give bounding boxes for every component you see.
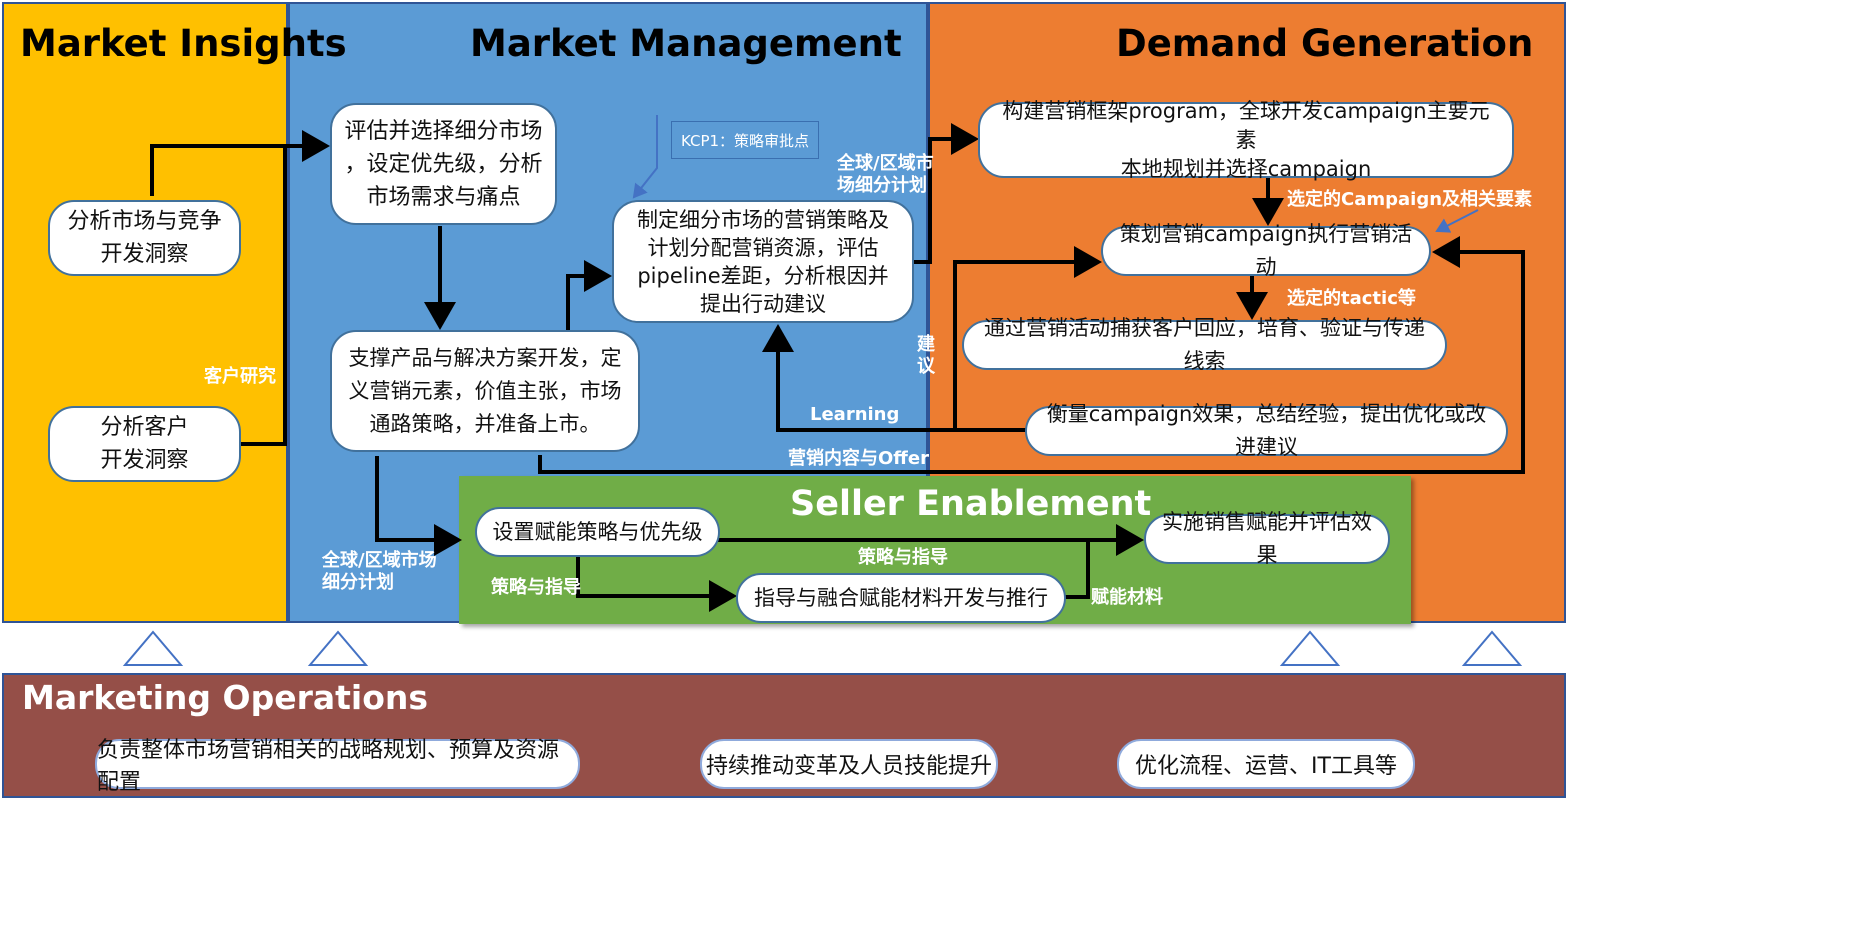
triangle-demand-2 bbox=[1461, 630, 1523, 666]
node-build-framework: 构建营销框架program，全球开发campaign主要元素 本地规划并选择ca… bbox=[978, 99, 1514, 181]
demand-generation-title: Demand Generation bbox=[1116, 22, 1534, 65]
triangle-management bbox=[307, 630, 369, 666]
node-analyze-market-competition: 分析市场与竞争 开发洞察 bbox=[48, 200, 241, 276]
support-triangles bbox=[122, 630, 1523, 666]
node-evaluate-segments: 评估并选择细分市场 ，设定优先级，分析 市场需求与痛点 bbox=[330, 103, 557, 225]
label-selected-tactic: 选定的tactic等 bbox=[1287, 288, 1416, 309]
label-selected-campaign: 选定的Campaign及相关要素 bbox=[1287, 189, 1533, 210]
market-insights-title: Market Insights bbox=[20, 22, 347, 65]
marketing-operations-title: Marketing Operations bbox=[22, 678, 429, 717]
label-global-regional-plan-2: 全球/区域市场 细分计划 bbox=[322, 550, 437, 593]
label-suggestion: 建 议 bbox=[917, 334, 935, 377]
label-global-regional-plan-1: 全球/区域市 场细分计划 bbox=[837, 153, 934, 196]
node-analyze-customer: 分析客户 开发洞察 bbox=[48, 406, 241, 482]
ops-change-skills: 持续推动变革及人员技能提升 bbox=[700, 739, 998, 789]
label-strategy-guidance-2: 策略与指导 bbox=[858, 547, 948, 568]
triangle-insights bbox=[122, 630, 184, 666]
label-strategy-guidance-1: 策略与指导 bbox=[491, 577, 581, 598]
kcp-approval-point: KCP1：策略审批点 bbox=[671, 121, 819, 159]
node-set-enablement: 设置赋能策略与优先级 bbox=[475, 507, 720, 557]
node-measure-campaign: 衡量campaign效果，总结经验，提出优化或改进建议 bbox=[1025, 402, 1508, 459]
node-capture-leads: 通过营销活动捕获客户回应，培育、验证与传递线索 bbox=[962, 316, 1447, 373]
market-insights-panel bbox=[2, 2, 288, 623]
label-enablement-materials: 赋能材料 bbox=[1091, 587, 1163, 608]
ops-strategy-budget: 负责整体市场营销相关的战略规划、预算及资源配置 bbox=[95, 738, 580, 795]
node-support-development: 支撑产品与解决方案开发，定 义营销元素，价值主张，市场 通路策略，并准备上市。 bbox=[330, 330, 640, 452]
label-content-offer: 营销内容与Offer bbox=[788, 448, 929, 469]
node-segment-strategy: 制定细分市场的营销策略及 计划分配营销资源，评估 pipeline差距，分析根因… bbox=[612, 200, 914, 323]
label-learning: Learning bbox=[810, 404, 900, 425]
node-guide-materials: 指导与融合赋能材料开发与推行 bbox=[736, 573, 1066, 623]
market-management-title: Market Management bbox=[470, 22, 902, 65]
triangle-demand-1 bbox=[1279, 630, 1341, 666]
seller-enablement-title: Seller Enablement bbox=[790, 484, 1152, 524]
ops-process-it: 优化流程、运营、IT工具等 bbox=[1117, 739, 1415, 789]
label-customer-research: 客户研究 bbox=[204, 366, 276, 387]
node-implement-enablement: 实施销售赋能并评估效果 bbox=[1144, 510, 1390, 567]
node-plan-campaign: 策划营销campaign执行营销活动 bbox=[1101, 222, 1431, 279]
